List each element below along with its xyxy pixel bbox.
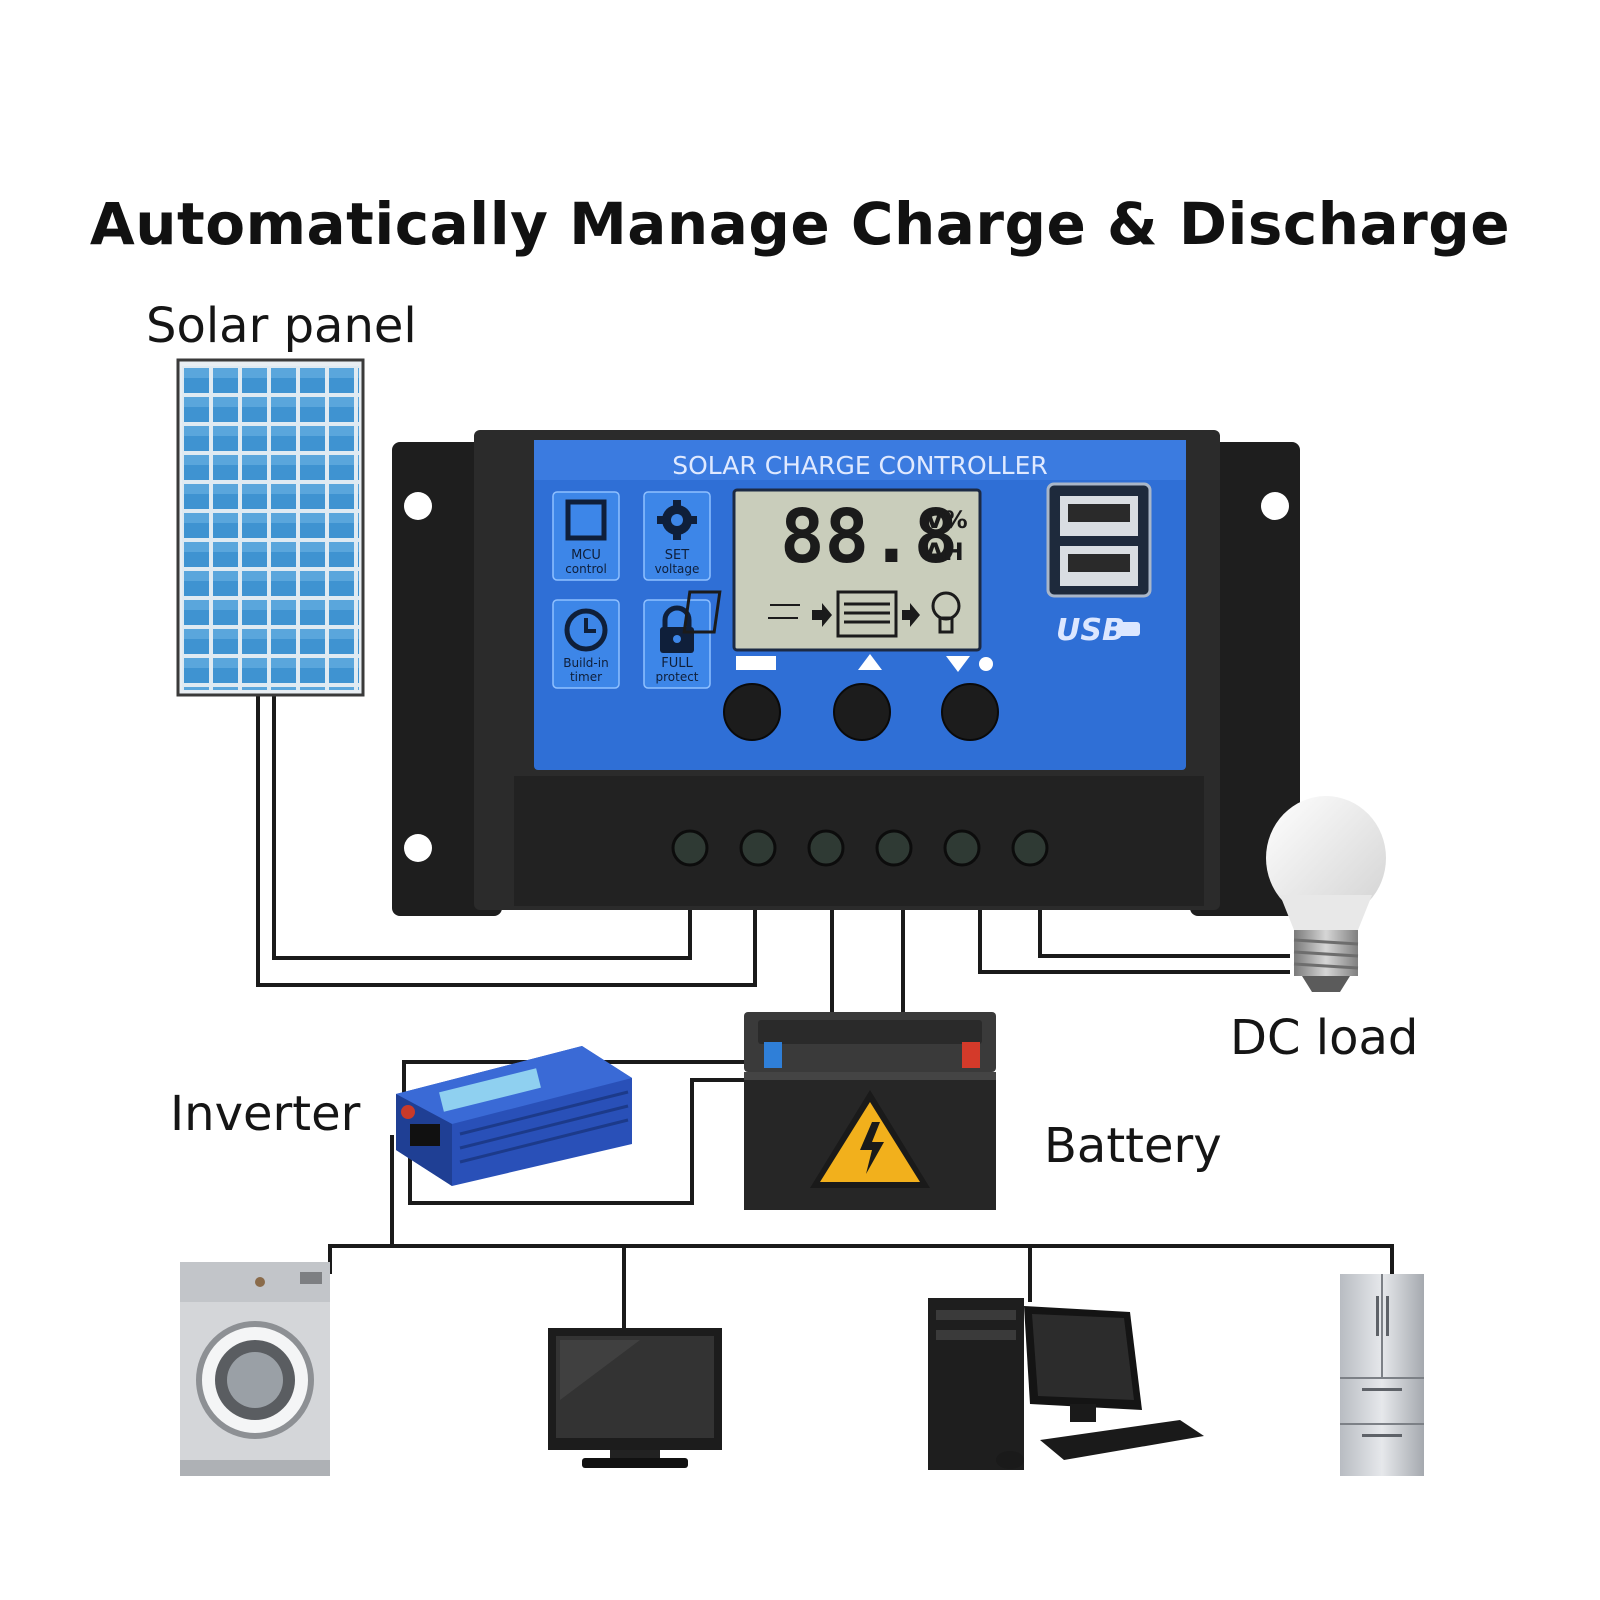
svg-text:timer: timer	[570, 670, 602, 684]
svg-text:voltage: voltage	[655, 562, 700, 576]
refrigerator	[1340, 1274, 1424, 1476]
tv-monitor	[548, 1328, 722, 1468]
negative-terminal	[764, 1042, 782, 1068]
solar-panel-label: Solar panel	[146, 298, 417, 354]
page-title: Automatically Manage Charge & Discharge	[89, 190, 1511, 258]
inverter-label: Inverter	[170, 1086, 361, 1142]
feature-build-in-timer: Build-in timer	[552, 599, 620, 689]
mount-hole	[1261, 492, 1289, 520]
lcd-battery-icon	[836, 590, 898, 638]
washing-machine	[180, 1262, 330, 1476]
terminal-screw	[671, 829, 709, 867]
terminal-screw	[875, 829, 913, 867]
mount-hole	[404, 834, 432, 862]
lcd-unit-top: V%	[925, 506, 968, 534]
solar-panel	[176, 358, 365, 697]
lcd-arrow-icon	[902, 603, 920, 627]
inverter-terminal	[401, 1105, 415, 1119]
chip-icon	[565, 499, 607, 541]
down-button[interactable]	[941, 683, 999, 741]
terminal-screw	[739, 829, 777, 867]
feature-mcu-control: MCU control	[552, 491, 620, 581]
svg-text:protect: protect	[655, 670, 698, 684]
charge-controller: SOLAR CHARGE CONTROLLER MCU control SET	[392, 430, 1300, 916]
menu-button[interactable]	[723, 683, 781, 741]
warning-icon	[810, 1090, 930, 1188]
svg-text:SET: SET	[665, 548, 689, 563]
terminal-screw	[943, 829, 981, 867]
inverter-outlet	[410, 1124, 440, 1146]
mount-hole	[404, 492, 432, 520]
feature-full-protect: FULL protect	[643, 599, 711, 689]
battery	[744, 1012, 996, 1210]
lcd-bulb-icon	[931, 591, 961, 634]
lcd-arrow-icon	[812, 603, 832, 627]
terminal-screw	[807, 829, 845, 867]
feature-set-voltage: SET voltage	[643, 491, 711, 581]
svg-text:Build-in: Build-in	[563, 656, 608, 670]
svg-text:MCU: MCU	[571, 548, 601, 563]
svg-text:FULL: FULL	[661, 656, 693, 671]
lcd-digits: 88.8	[780, 494, 958, 580]
clock-icon	[564, 608, 608, 652]
dc-load-bulb	[1266, 796, 1386, 992]
lcd-unit-bottom: AH	[925, 538, 964, 566]
terminal-block	[514, 776, 1204, 906]
battery-label: Battery	[1044, 1118, 1222, 1174]
gear-icon	[657, 500, 697, 540]
menu-icon	[736, 656, 776, 670]
usb-port: USB	[1046, 482, 1152, 648]
controller-header: SOLAR CHARGE CONTROLLER	[672, 451, 1048, 480]
light-icon	[979, 657, 993, 671]
terminal-screw	[1011, 829, 1049, 867]
usb-label: USB	[1056, 613, 1125, 648]
up-button[interactable]	[833, 683, 891, 741]
lcd-display: 88.8 V% AH	[682, 488, 982, 652]
positive-terminal	[962, 1042, 980, 1068]
desktop-computer	[928, 1298, 1204, 1470]
inverter	[396, 1046, 632, 1186]
lcd-solar-icon	[682, 590, 800, 634]
down-arrow-icon	[946, 656, 970, 672]
svg-text:control: control	[565, 562, 607, 576]
dc-load-label: DC load	[1230, 1010, 1419, 1066]
up-arrow-icon	[858, 654, 882, 670]
